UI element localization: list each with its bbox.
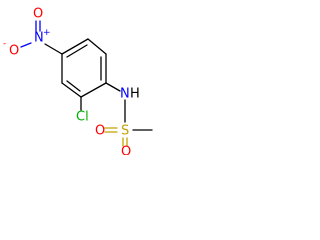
atom-charge-nitro-o-left: - <box>3 39 6 49</box>
atom-label-amide-h: H <box>130 87 140 102</box>
ring-bond-c5-c6 <box>61 82 82 98</box>
atom-labels: N + O O - N H Cl S O O <box>3 7 140 156</box>
atom-label-sulfonyl-o-right: O <box>121 145 131 156</box>
ring-bond-c4-c5 <box>80 82 107 98</box>
atom-label-sulfonyl-o-left: O <box>95 124 105 139</box>
colored-bonds <box>20 20 128 147</box>
atom-label-sulfur: S <box>121 124 129 139</box>
bond-ring-amide-n <box>105 82 121 92</box>
atom-label-nitro-o-top: O <box>33 7 43 22</box>
atom-charge-nitro-n: + <box>43 28 51 38</box>
atom-label-nitro-o-left: O <box>9 44 19 59</box>
ring-double-bond-inner-1 <box>66 44 88 58</box>
ring-bond-c1-c2 <box>61 38 89 55</box>
chemical-structure: N + O O - N H Cl S O O <box>3 7 153 156</box>
bonds <box>44 38 153 131</box>
atom-label-amide-n: N <box>120 87 130 102</box>
atom-label-chlorine: Cl <box>76 110 89 125</box>
ring-double-bond-inner-3 <box>66 80 81 92</box>
bond-ring-nitro-n <box>44 43 63 55</box>
ring-bond-c2-c3 <box>87 38 107 55</box>
bond-nitro-n-o-left <box>20 42 32 48</box>
atom-label-nitro-n: N <box>34 31 44 46</box>
